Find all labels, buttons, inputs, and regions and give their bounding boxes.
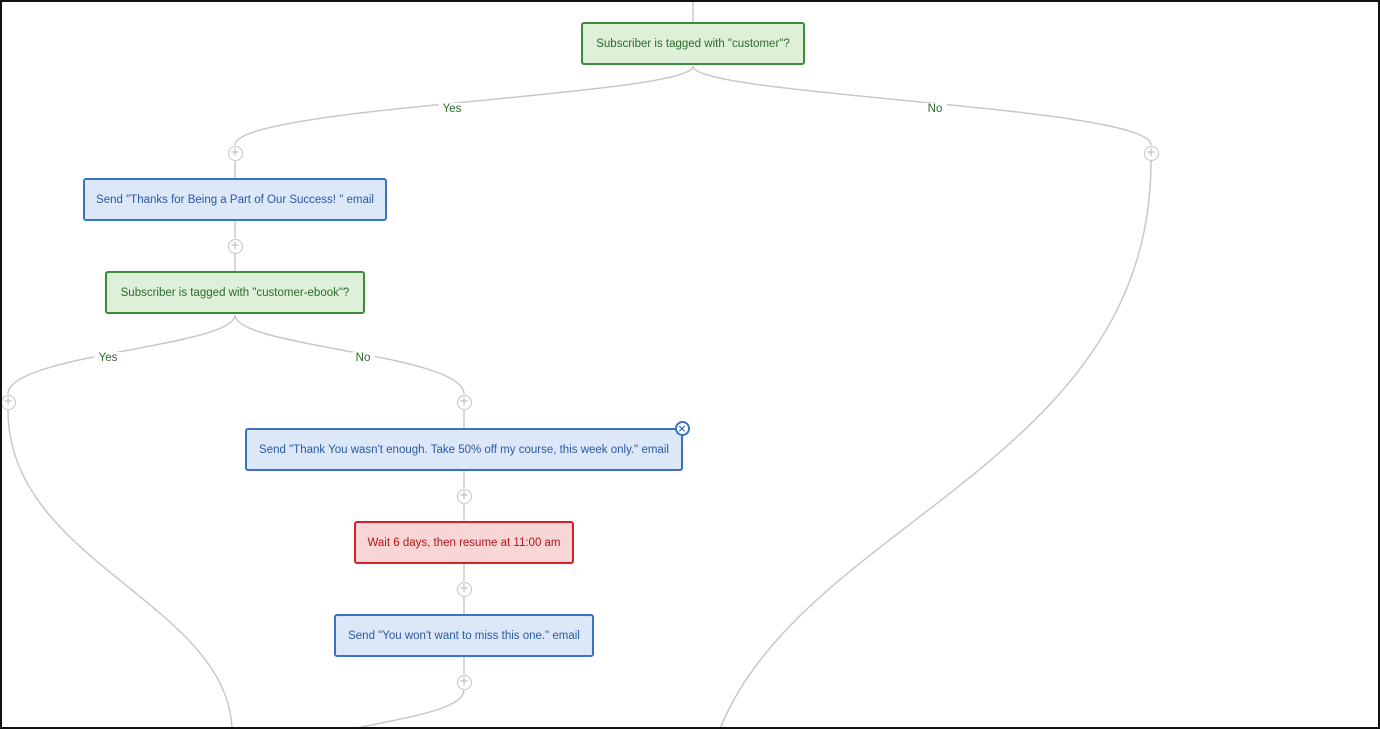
remove-step-icon[interactable]: × bbox=[674, 420, 690, 436]
condition-tagged-customer-ebook[interactable]: Subscriber is tagged with "customer-eboo… bbox=[105, 271, 365, 314]
connector-ebook-no bbox=[234, 314, 465, 395]
connector-ebook-yes-long bbox=[7, 409, 233, 727]
add-step-plus-icon[interactable]: + bbox=[456, 394, 472, 410]
add-step-plus-icon[interactable]: + bbox=[1143, 145, 1159, 161]
email-step-discount[interactable]: Send "Thank You wasn't enough. Take 50% … bbox=[245, 428, 683, 471]
condition-tagged-customer[interactable]: Subscriber is tagged with "customer"? bbox=[581, 22, 805, 65]
wait-step[interactable]: Wait 6 days, then resume at 11:00 am bbox=[354, 521, 574, 564]
email-label: Send "Thank You wasn't enough. Take 50% … bbox=[259, 443, 669, 456]
connector-customer-yes bbox=[234, 65, 694, 146]
connector-customer-no bbox=[692, 65, 1152, 146]
add-step-plus-icon[interactable]: + bbox=[456, 674, 472, 690]
branch-label-customer-no: No bbox=[923, 103, 947, 115]
condition-label: Subscriber is tagged with "customer"? bbox=[596, 37, 790, 50]
branch-label-ebook-no: No bbox=[351, 352, 375, 364]
wait-label: Wait 6 days, then resume at 11:00 am bbox=[367, 536, 561, 549]
email-step-thanks[interactable]: Send "Thanks for Being a Part of Our Suc… bbox=[83, 178, 387, 221]
email-label: Send "You won't want to miss this one." … bbox=[348, 629, 580, 642]
add-step-plus-icon[interactable]: + bbox=[2, 394, 16, 410]
email-step-miss[interactable]: Send "You won't want to miss this one." … bbox=[334, 614, 594, 657]
connector-customer-no-long bbox=[720, 160, 1152, 727]
connector-merge-no bbox=[357, 689, 465, 727]
branch-label-ebook-yes: Yes bbox=[94, 352, 122, 364]
add-step-plus-icon[interactable]: + bbox=[227, 145, 243, 161]
connector-ebook-yes bbox=[7, 314, 236, 395]
condition-label: Subscriber is tagged with "customer-eboo… bbox=[120, 286, 350, 299]
branch-label-customer-yes: Yes bbox=[438, 103, 466, 115]
add-step-plus-icon[interactable]: + bbox=[456, 581, 472, 597]
add-step-plus-icon[interactable]: + bbox=[227, 238, 243, 254]
add-step-plus-icon[interactable]: + bbox=[456, 488, 472, 504]
email-label: Send "Thanks for Being a Part of Our Suc… bbox=[96, 193, 374, 206]
